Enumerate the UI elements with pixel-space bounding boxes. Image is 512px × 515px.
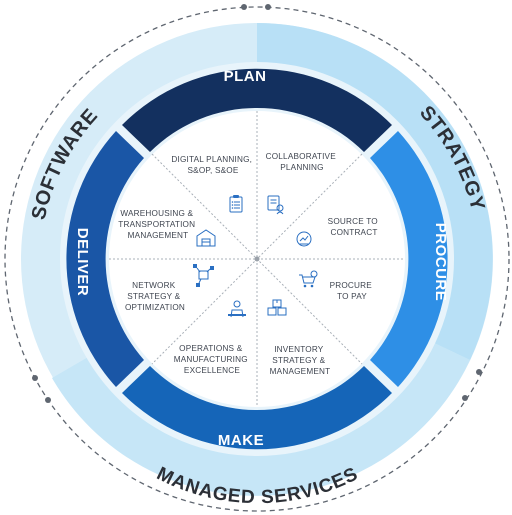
contract-hand-icon [296, 231, 312, 247]
plan-label: PLAN [224, 68, 267, 85]
deliver-arc [66, 131, 144, 387]
procure-label: PROCURE [432, 223, 449, 302]
document-user-icon [267, 195, 284, 215]
segment-network-text: NETWORK STRATEGY & OPTIMIZATION [125, 281, 185, 312]
make-arc [122, 366, 392, 450]
segment-digital-planning-text: DIGITAL PLANNING, S&OP, S&OE [171, 155, 254, 175]
segment-operations-text: OPERATIONS & MANUFACTURING EXCELLENCE [174, 344, 251, 375]
segment-procure-to-pay-text: PROCURE TO PAY [330, 281, 375, 301]
cart-dollar-icon [299, 270, 318, 288]
dashed-circle-dot-right-low [462, 395, 468, 401]
plan-arc [122, 68, 392, 152]
procure-arc [370, 131, 448, 387]
warehouse-icon [196, 229, 216, 247]
factory-worker-icon [228, 300, 246, 318]
dashed-circle-dot-top-right [265, 4, 271, 10]
clipboard-checklist-icon [229, 195, 243, 213]
segment-source-to-contract-text: SOURCE TO CONTRACT [328, 217, 381, 237]
dashed-circle-dot-left-low [45, 397, 51, 403]
segment-inventory-text: INVENTORY STRATEGY & MANAGEMENT [270, 345, 331, 376]
segment-warehousing-text: WAREHOUSING & TRANSPORTATION MANAGEMENT [118, 209, 197, 240]
dashed-circle-dot-top-left [241, 4, 247, 10]
outer-dashed-circle [4, 6, 510, 512]
deliver-label: DELIVER [74, 228, 91, 297]
dashed-circle-dot-right [476, 369, 482, 375]
network-boxes-icon [193, 264, 214, 287]
dashed-circle-dot-left [32, 375, 38, 381]
center-dot [254, 256, 260, 262]
boxes-icon [267, 299, 287, 316]
segment-collaborative-planning-text: COLLABORATIVE PLANNING [266, 152, 339, 172]
make-label: MAKE [218, 432, 264, 449]
